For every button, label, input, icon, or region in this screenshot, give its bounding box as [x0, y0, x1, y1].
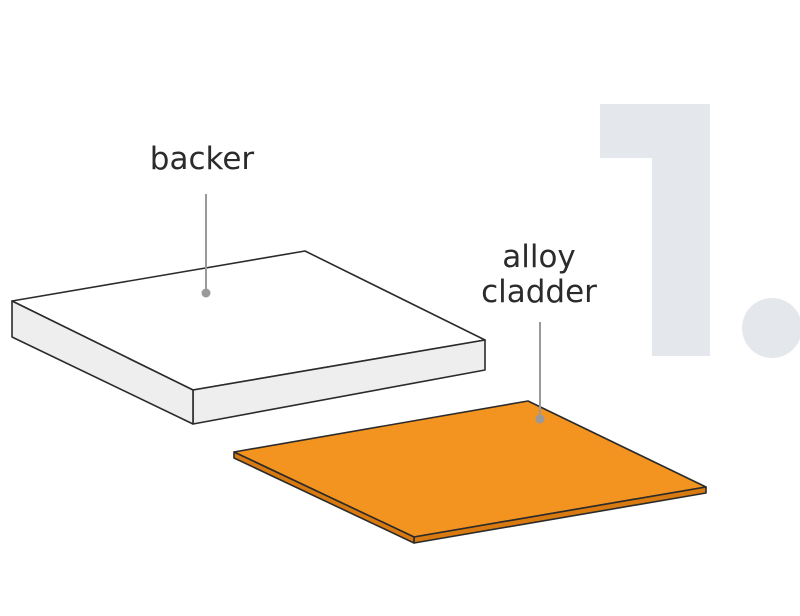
cladder-leader [535, 322, 545, 424]
cladder-left-edge [233, 451, 415, 544]
cladder-top-face [233, 400, 707, 538]
step-number-one [600, 104, 710, 356]
backer-block [11, 250, 486, 425]
cladder-label-line2: cladder [481, 274, 597, 310]
step-number: 1. [600, 104, 800, 358]
cladder-label-line1: alloy [502, 239, 576, 275]
backer-label: backer [150, 141, 255, 177]
backer-leader [201, 194, 211, 298]
cladder-leader-dot [535, 414, 545, 424]
backer-left-face [11, 300, 194, 425]
backer-leader-dot [201, 288, 211, 298]
step-number-dot [742, 298, 800, 358]
cladder-plate [233, 400, 707, 544]
